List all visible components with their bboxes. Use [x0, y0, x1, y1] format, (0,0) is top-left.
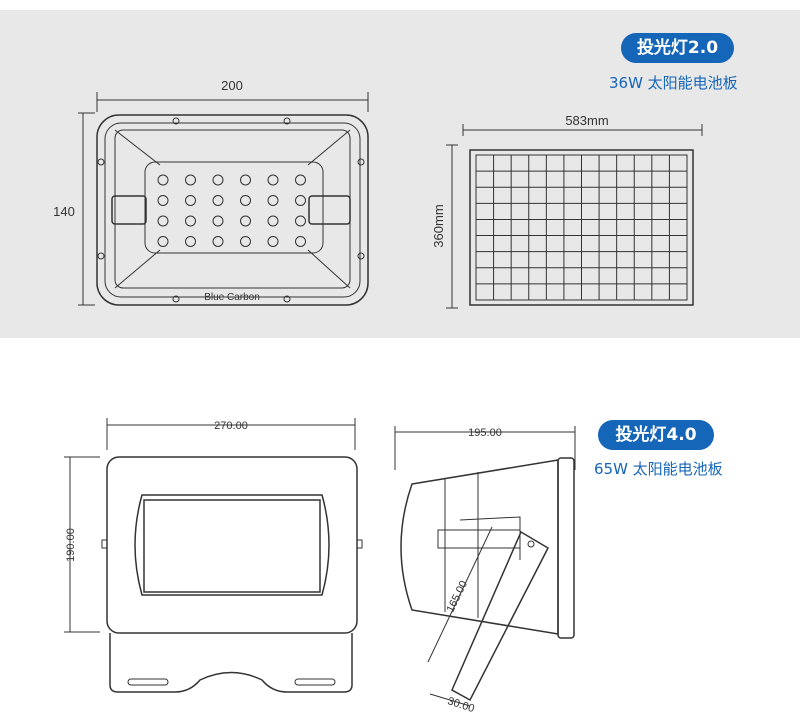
- led-icon: [240, 174, 251, 186]
- led-icon: [185, 174, 196, 186]
- led-icon: [212, 215, 224, 227]
- product-badge-4: 投光灯4.0: [598, 420, 714, 450]
- lamp-2-front-view: 200 140 Blue Carbon: [53, 78, 369, 306]
- led-icon: [212, 174, 224, 186]
- led-icon: [157, 195, 169, 206]
- side-depth-label: 195.00: [468, 427, 502, 439]
- led-icon: [295, 236, 306, 247]
- led-icon: [295, 174, 306, 186]
- led-icon: [267, 215, 279, 227]
- led-icon: [295, 195, 306, 206]
- arm-length-label: 165.00: [445, 579, 471, 615]
- led-icon: [240, 236, 251, 247]
- led-icon: [157, 174, 169, 186]
- led-icon: [212, 236, 224, 247]
- lamp-height-label: 140: [53, 204, 75, 219]
- lamp-brand-label: Blue Carbon: [204, 292, 260, 303]
- solar-panel-view: 583mm 360mm: [431, 113, 703, 309]
- product-subtitle-4: 65W 太阳能电池板: [594, 460, 723, 478]
- led-icon: [185, 215, 196, 227]
- front-width-label: 270.00: [214, 420, 248, 432]
- led-icon: [295, 215, 306, 227]
- led-icon: [185, 236, 196, 247]
- front-height-label: 190.00: [65, 528, 77, 562]
- led-icon: [185, 195, 196, 206]
- led-icon: [240, 195, 251, 206]
- panel-height-label: 360mm: [431, 204, 446, 247]
- led-icon: [157, 236, 169, 247]
- led-icon: [267, 174, 279, 186]
- product-subtitle-2: 36W 太阳能电池板: [609, 74, 738, 92]
- lamp-width-label: 200: [221, 78, 243, 93]
- led-icon: [267, 236, 279, 247]
- lamp-4-front-view: 270.00 190.00: [64, 418, 363, 693]
- led-icon: [157, 215, 169, 227]
- led-icon: [212, 195, 224, 206]
- lamp-4-side-view: 195.00 165.00 30.00: [394, 426, 576, 715]
- panel-width-label: 583mm: [565, 113, 608, 128]
- led-icon: [267, 195, 279, 206]
- led-icon: [240, 215, 251, 227]
- top-section-background: [0, 10, 800, 338]
- product-badge-2: 投光灯2.0: [621, 33, 734, 63]
